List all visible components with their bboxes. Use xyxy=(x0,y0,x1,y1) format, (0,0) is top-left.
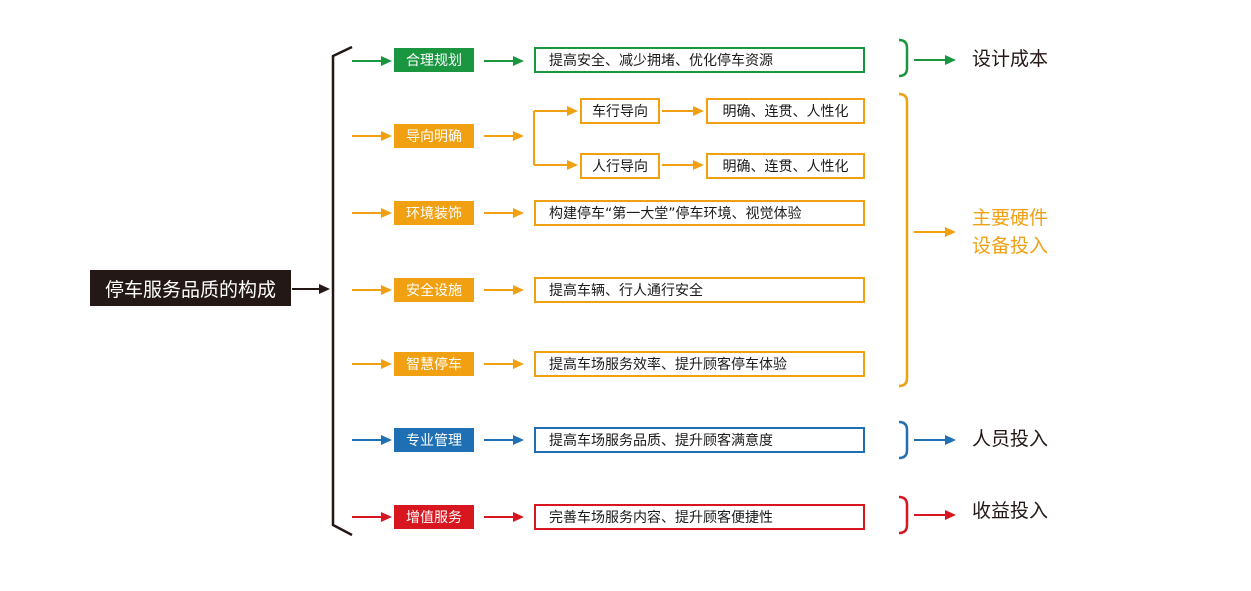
description-label: 提高车辆、行人通行安全 xyxy=(549,283,703,299)
branch-label: 人行导向 xyxy=(592,159,648,175)
outcome-arrow-orange-head xyxy=(945,227,956,237)
root-node: 停车服务品质的构成 xyxy=(90,270,291,306)
description-value-added: 完善车场服务内容、提升顾客便捷性 xyxy=(534,504,865,530)
brace-red xyxy=(898,495,909,535)
category-label: 导向明确 xyxy=(406,129,462,145)
outcome-label-line-1: 主要硬件 xyxy=(972,207,1049,229)
description-decoration: 构建停车“第一大堂”停车环境、视觉体验 xyxy=(534,200,865,226)
outcome-hardware-investment: 主要硬件 设备投入 xyxy=(972,204,1048,260)
outcome-arrow-green-head xyxy=(945,55,956,65)
category-decoration: 环境装饰 xyxy=(394,201,474,225)
branch-pedestrian-result: 明确、连贯、人性化 xyxy=(706,153,865,179)
description-planning: 提高安全、减少拥堵、优化停车资源 xyxy=(534,47,865,73)
branch-result-label: 明确、连贯、人性化 xyxy=(722,159,849,175)
category-label: 增值服务 xyxy=(406,510,462,526)
branch-arrow-vehicle-head xyxy=(567,106,578,116)
description-smart-parking: 提高车场服务效率、提升顾客停车体验 xyxy=(534,351,865,377)
category-management: 专业管理 xyxy=(394,428,474,452)
category-arrow-6-head xyxy=(381,512,392,522)
category-arrow-5-head xyxy=(381,435,392,445)
category-smart-parking: 智慧停车 xyxy=(394,352,474,376)
description-label: 完善车场服务内容、提升顾客便捷性 xyxy=(549,510,773,526)
branch-result-arrow-pedestrian-head xyxy=(693,160,704,170)
outcome-staff-investment: 人员投入 xyxy=(972,425,1048,453)
category-arrow-2-head xyxy=(381,208,392,218)
outcome-label-line-2: 设备投入 xyxy=(972,235,1049,257)
category-value-added: 增值服务 xyxy=(394,505,474,529)
description-safety: 提高车辆、行人通行安全 xyxy=(534,277,865,303)
branch-result-label: 明确、连贯、人性化 xyxy=(722,104,849,120)
category-arrow-0-head xyxy=(381,56,392,66)
branch-result-arrow-vehicle-head xyxy=(693,106,704,116)
branch-pedestrian-guidance: 人行导向 xyxy=(580,153,660,179)
outcome-arrow-blue-head xyxy=(945,435,956,445)
category-label: 环境装饰 xyxy=(406,206,462,222)
category-planning: 合理规划 xyxy=(394,48,474,72)
category-label: 专业管理 xyxy=(406,433,462,449)
root-label: 停车服务品质的构成 xyxy=(104,278,276,301)
category-safety: 安全设施 xyxy=(394,278,474,302)
branch-vehicle-result: 明确、连贯、人性化 xyxy=(706,98,865,124)
outcome-design-cost: 设计成本 xyxy=(972,45,1048,73)
category-arrow-1-head xyxy=(381,131,392,141)
branch-arrow-pedestrian-head xyxy=(567,160,578,170)
outcome-label: 设计成本 xyxy=(972,48,1049,70)
brace-green xyxy=(898,38,909,78)
description-arrow-3-head xyxy=(513,285,524,295)
outcome-label: 人员投入 xyxy=(972,428,1049,450)
category-arrow-4-head xyxy=(381,359,392,369)
main-bracket xyxy=(331,45,353,537)
outcome-arrow-red-head xyxy=(945,510,956,520)
description-arrow-1-head xyxy=(513,131,524,141)
description-management: 提高车场服务品质、提升顾客满意度 xyxy=(534,427,865,453)
description-label: 提高车场服务效率、提升顾客停车体验 xyxy=(549,357,787,373)
brace-blue xyxy=(898,420,909,460)
category-arrow-3-head xyxy=(381,285,392,295)
outcome-revenue-investment: 收益投入 xyxy=(972,497,1048,525)
branch-label: 车行导向 xyxy=(592,104,648,120)
description-arrow-5-head xyxy=(513,435,524,445)
branch-vehicle-guidance: 车行导向 xyxy=(580,98,660,124)
description-label: 提高车场服务品质、提升顾客满意度 xyxy=(549,433,773,449)
description-arrow-2-head xyxy=(513,208,524,218)
category-guidance: 导向明确 xyxy=(394,124,474,148)
root-arrow-head xyxy=(319,284,330,294)
category-label: 智慧停车 xyxy=(406,357,462,373)
category-label: 安全设施 xyxy=(406,283,462,299)
description-label: 提高安全、减少拥堵、优化停车资源 xyxy=(549,53,773,69)
outcome-label: 收益投入 xyxy=(972,500,1049,522)
description-label: 构建停车“第一大堂”停车环境、视觉体验 xyxy=(549,206,802,222)
category-label: 合理规划 xyxy=(406,53,462,69)
description-arrow-4-head xyxy=(513,359,524,369)
description-arrow-6-head xyxy=(513,512,524,522)
description-arrow-0-head xyxy=(513,56,524,66)
brace-orange xyxy=(898,92,909,388)
